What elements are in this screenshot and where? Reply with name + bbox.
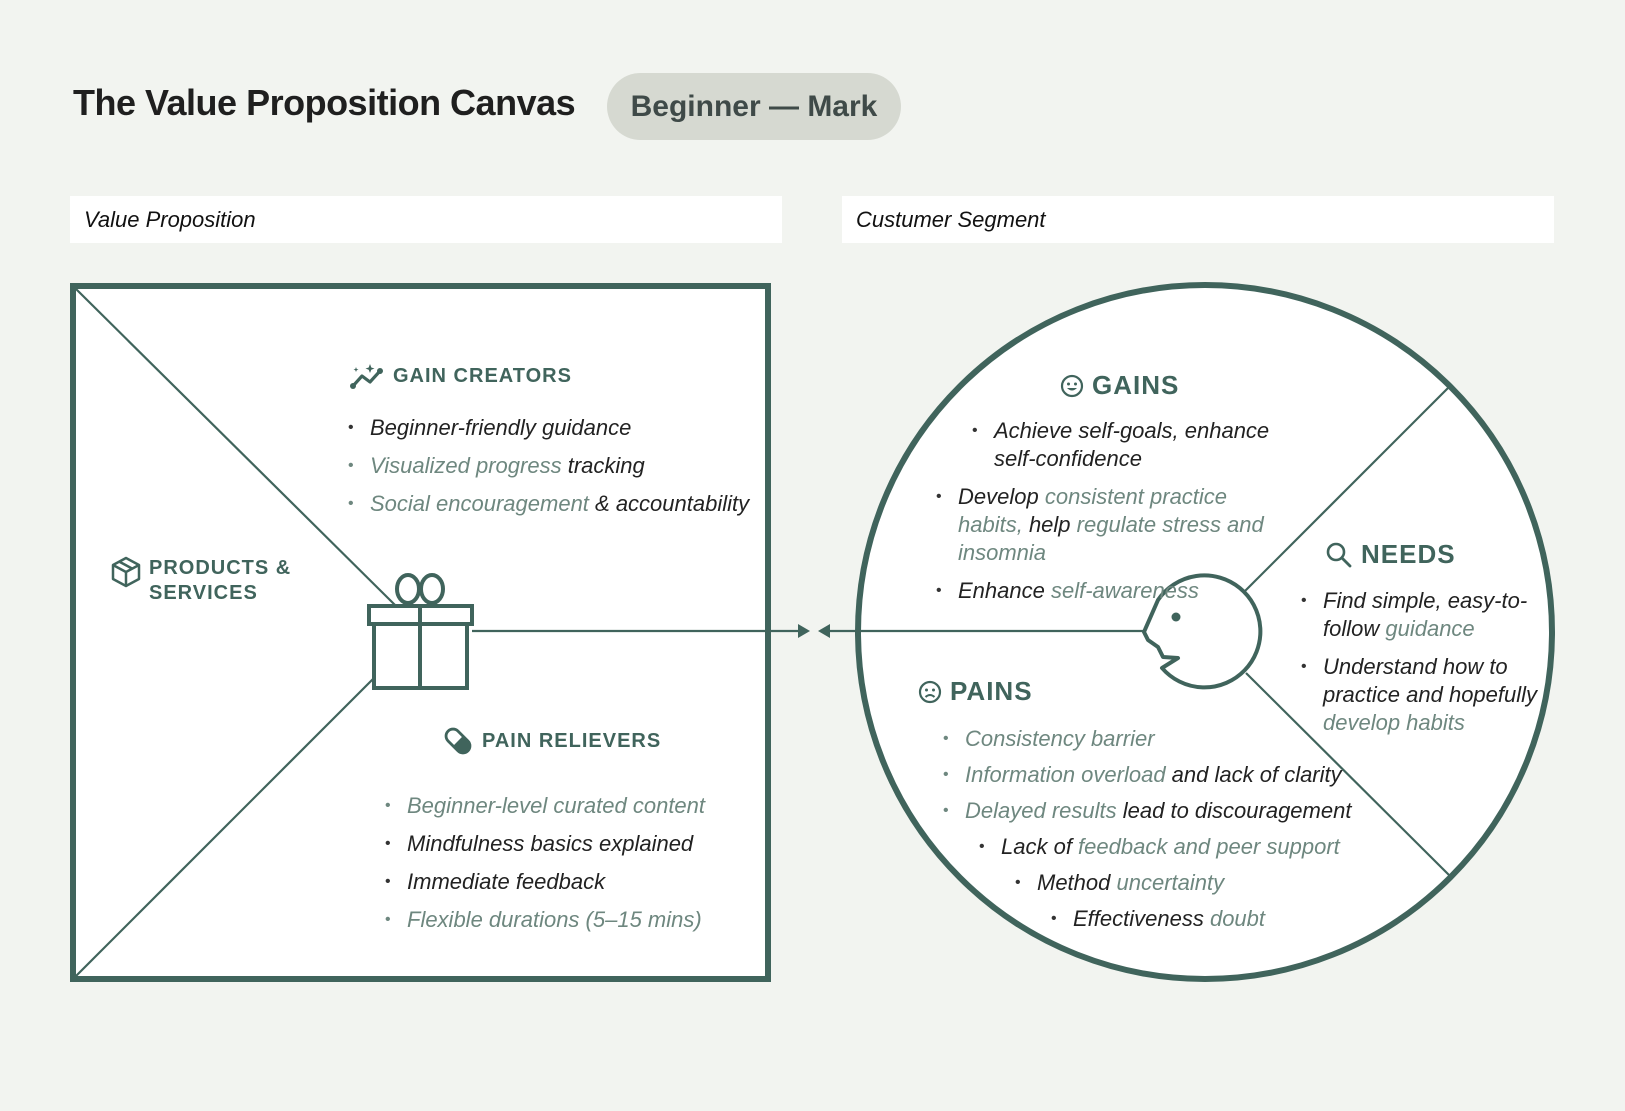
gain-creators-list: Beginner-friendly guidanceVisualized pro… [348, 414, 749, 528]
pains-list: Consistency barrierInformation overload … [943, 725, 1363, 941]
item-text-segment: and lack of clarity [1165, 762, 1342, 787]
pains-heading: PAINS [918, 676, 1033, 707]
item-text-segment: Beginner-level curated content [407, 793, 706, 818]
list-item: Flexible durations (5–15 mins) [385, 906, 705, 934]
item-text-segment: Visualized progress [370, 453, 562, 478]
item-text-segment: Information overload [965, 762, 1166, 787]
pain-relievers-title: PAIN RELIEVERS [482, 729, 662, 752]
list-item: Visualized progress tracking [348, 452, 749, 480]
pain-relievers-list: Beginner-level curated contentMindfulnes… [385, 792, 705, 944]
item-text-segment: Beginner-friendly guidance [370, 415, 632, 440]
gains-heading: GAINS [1060, 370, 1179, 401]
value-proposition-label[interactable]: Value Proposition [70, 196, 782, 243]
item-text-segment: guidance [1385, 616, 1475, 641]
gain-creators-title: GAIN CREATORS [393, 364, 572, 387]
item-text-segment: Social encouragement [370, 491, 589, 516]
item-text-segment: Consistency barrier [965, 726, 1155, 751]
products-services-heading: PRODUCTS & SERVICES [111, 556, 291, 606]
item-text-segment: Mindfulness basics explained [407, 831, 694, 856]
item-text-segment: uncertainty [1116, 870, 1225, 895]
frown-icon [918, 680, 942, 703]
smile-icon [1060, 374, 1084, 397]
item-text-segment: & accountability [588, 491, 750, 516]
pain-relievers-heading: PAIN RELIEVERS [442, 725, 661, 757]
item-text-segment: Achieve self-goals, enhance self-confide… [994, 418, 1270, 471]
fit-arrow-right-head [798, 624, 810, 638]
list-item: Method uncertainty [1015, 869, 1363, 897]
products-services-title-line1: PRODUCTS & [149, 557, 292, 579]
needs-title: NEEDS [1361, 539, 1456, 569]
item-text-segment: self-awareness [1050, 578, 1199, 603]
package-icon [111, 556, 141, 588]
gains-list: Achieve self-goals, enhance self-confide… [936, 417, 1296, 615]
item-text-segment: Find simple, easy-to-follow [1323, 588, 1528, 641]
user-level-badge: Beginner — Mark [607, 73, 901, 140]
item-text-segment: Understand how to practice and hopefully [1323, 654, 1538, 707]
list-item: Mindfulness basics explained [385, 830, 705, 858]
item-text-segment: regulate stress and insomnia [958, 512, 1264, 565]
sparkle-trend-icon [350, 364, 383, 389]
item-text-segment: Method [1037, 870, 1117, 895]
list-item: Social encouragement & accountability [348, 490, 749, 518]
item-text-segment: Enhance [958, 578, 1051, 603]
gain-creators-heading: GAIN CREATORS [349, 362, 572, 390]
products-services-title-line2: SERVICES [149, 582, 258, 604]
list-item: Achieve self-goals, enhance self-confide… [972, 417, 1284, 473]
item-text-segment: doubt [1209, 906, 1266, 931]
item-text-segment: Delayed results [965, 798, 1117, 823]
list-item: Information overload and lack of clarity [943, 761, 1363, 789]
item-text-segment: Develop [958, 484, 1045, 509]
list-item: Beginner-level curated content [385, 792, 705, 820]
divider-line-bottom [75, 677, 375, 977]
list-item: Enhance self-awareness [936, 577, 1296, 605]
needs-heading: NEEDS [1325, 539, 1456, 570]
search-icon [1326, 542, 1352, 567]
item-text-segment: Effectiveness [1073, 906, 1210, 931]
list-item: Lack of feedback and peer support [979, 833, 1363, 861]
gift-icon [367, 573, 474, 690]
customer-segment-label[interactable]: Custumer Segment [842, 196, 1554, 243]
needs-list: Find simple, easy-to-follow guidanceUnde… [1301, 587, 1541, 747]
item-text-segment: Immediate feedback [407, 869, 606, 894]
item-text-segment: help [1022, 512, 1077, 537]
pill-icon [444, 727, 472, 755]
list-item: Find simple, easy-to-follow guidance [1301, 587, 1541, 643]
page-title: The Value Proposition Canvas [73, 82, 576, 123]
list-item: Delayed results lead to discouragement [943, 797, 1363, 825]
list-item: Immediate feedback [385, 868, 705, 896]
pains-title: PAINS [950, 676, 1033, 706]
item-text-segment: lead to discouragement [1116, 798, 1352, 823]
item-text-segment: tracking [561, 453, 645, 478]
list-item: Develop consistent practice habits, help… [936, 483, 1296, 567]
item-text-segment: Flexible durations (5–15 mins) [407, 907, 702, 932]
list-item: Consistency barrier [943, 725, 1363, 753]
fit-arrow-left-head [818, 624, 830, 638]
list-item: Understand how to practice and hopefully… [1301, 653, 1541, 737]
item-text-segment: feedback and peer support [1078, 834, 1340, 859]
item-text-segment: consistent practice habits, [958, 484, 1228, 537]
list-item: Beginner-friendly guidance [348, 414, 749, 442]
gains-title: GAINS [1092, 370, 1180, 400]
divider-line-top [75, 288, 396, 606]
list-item: Effectiveness doubt [1051, 905, 1363, 933]
item-text-segment: Lack of [1001, 834, 1079, 859]
